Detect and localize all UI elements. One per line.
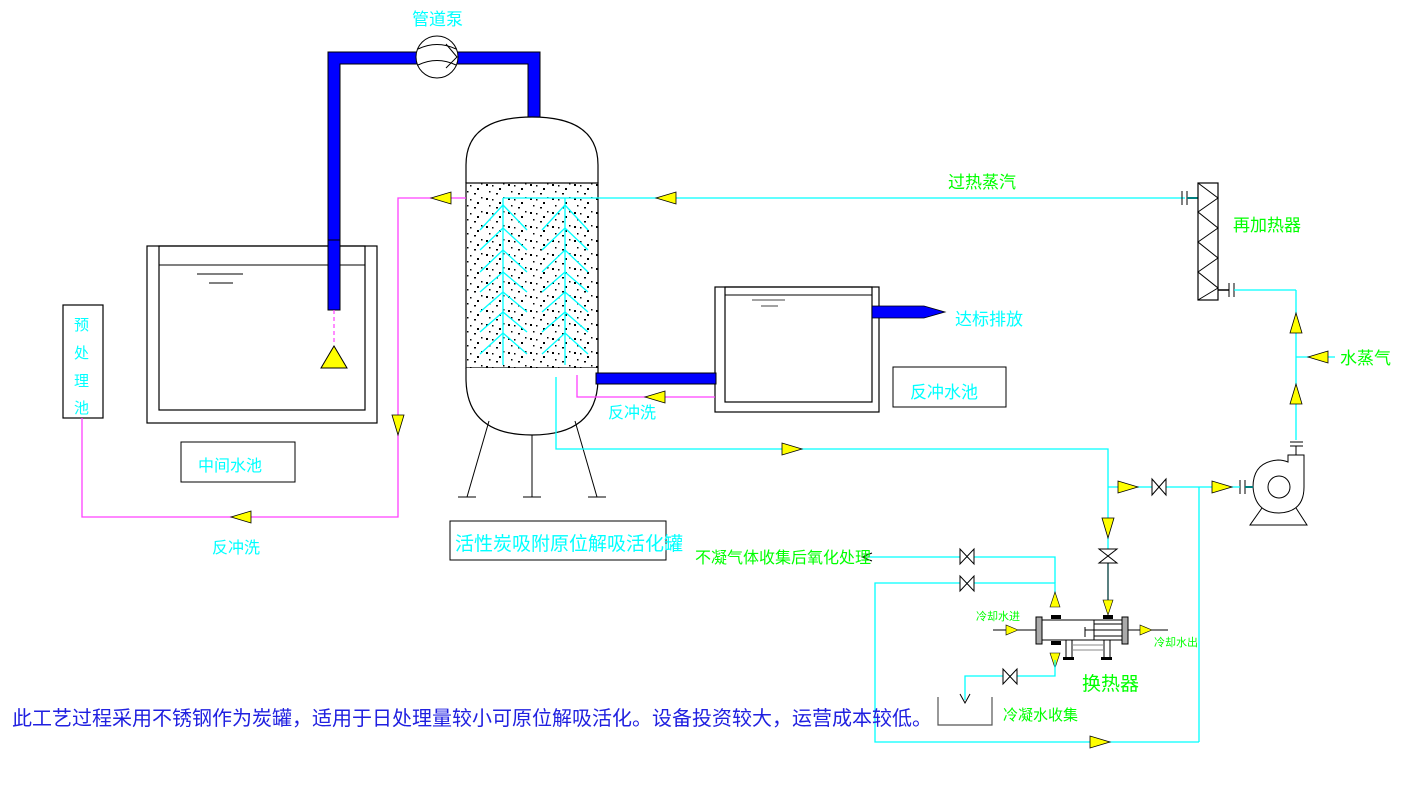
reheater-outlet-line [1218, 283, 1335, 440]
flow-arrow [1049, 591, 1061, 608]
heat-exchanger-label: 换热器 [1082, 673, 1139, 695]
carbon-tank-label: 活性炭吸附原位解吸活化罐 [455, 533, 683, 555]
water-vapor-label: 水蒸气 [1340, 349, 1391, 369]
condensate-tank [937, 697, 993, 726]
valve-icon[interactable] [1151, 477, 1167, 497]
flow-arrow [781, 442, 804, 456]
intermediate-pool-label: 中间水池 [198, 456, 262, 475]
backwash-pool[interactable] [714, 286, 880, 413]
centrifugal-pump-icon[interactable] [1239, 441, 1308, 526]
foot-valve-icon [320, 345, 348, 369]
superheated-steam-line [598, 191, 1198, 205]
heat-exchanger-icon[interactable] [993, 563, 1168, 660]
reheater-icon[interactable] [1197, 182, 1219, 301]
reheater-label: 再加热器 [1233, 216, 1301, 236]
cooling-water-in-label: 冷却水进 [976, 610, 1020, 623]
backwash-pool-title-box: 反冲水池 [892, 366, 1007, 408]
noncondensable-gas-label: 不凝气体收集后氧化处理 [695, 548, 871, 567]
discharge-pipe [871, 305, 947, 319]
pipeline-pump-icon[interactable] [415, 35, 459, 79]
intermediate-pool-title-box: 中间水池 [180, 441, 296, 483]
flow-arrow [1089, 735, 1112, 749]
backwash-pool-label: 反冲水池 [910, 383, 978, 403]
flow-arrow [229, 510, 252, 524]
suction-pipe [327, 239, 341, 311]
noncondensable-gas-line [862, 556, 1056, 583]
backwash-line-left [81, 197, 466, 518]
flow-arrow [391, 414, 405, 437]
carbon-tank-title-box: 活性炭吸附原位解吸活化罐 [449, 520, 683, 561]
backwash-line-right [576, 375, 715, 398]
condensate-line [964, 660, 1056, 700]
intermediate-pool[interactable] [146, 245, 378, 424]
backwash-bottom-label: 反冲洗 [212, 538, 260, 557]
pretreatment-pool-label-3: 理 [74, 372, 89, 390]
flow-arrow [1117, 480, 1140, 494]
condensate-collection-label: 冷凝水收集 [1003, 706, 1078, 724]
flow-arrow [1101, 517, 1115, 540]
valve-icon[interactable] [1097, 548, 1119, 564]
discharge-label: 达标排放 [955, 310, 1023, 330]
flow-arrow [643, 390, 666, 404]
pretreatment-pool-label-4: 池 [74, 399, 89, 417]
cooling-water-out-label: 冷却水出 [1154, 635, 1198, 649]
process-note: 此工艺过程采用不锈钢作为炭罐，适用于日处理量较小可原位解吸活化。设备投资较大，运… [12, 706, 932, 730]
valve-icon[interactable] [959, 547, 975, 566]
backwash-right-label: 反冲洗 [608, 403, 656, 422]
valve-icon[interactable] [1002, 667, 1018, 686]
pretreatment-pool-label-2: 处 [74, 344, 89, 362]
pretreatment-pool[interactable] [62, 304, 104, 419]
flow-arrow [429, 191, 452, 205]
steam-distributor [479, 197, 598, 365]
pretreatment-pool-label-1: 预 [74, 316, 89, 334]
pipeline-pump-label: 管道泵 [412, 10, 463, 30]
superheated-steam-label: 过热蒸汽 [948, 173, 1016, 193]
carbon-tank[interactable] [458, 116, 606, 498]
valve-icon[interactable] [959, 574, 975, 593]
backwash-pipe [595, 372, 717, 385]
flow-arrow [1211, 480, 1234, 494]
